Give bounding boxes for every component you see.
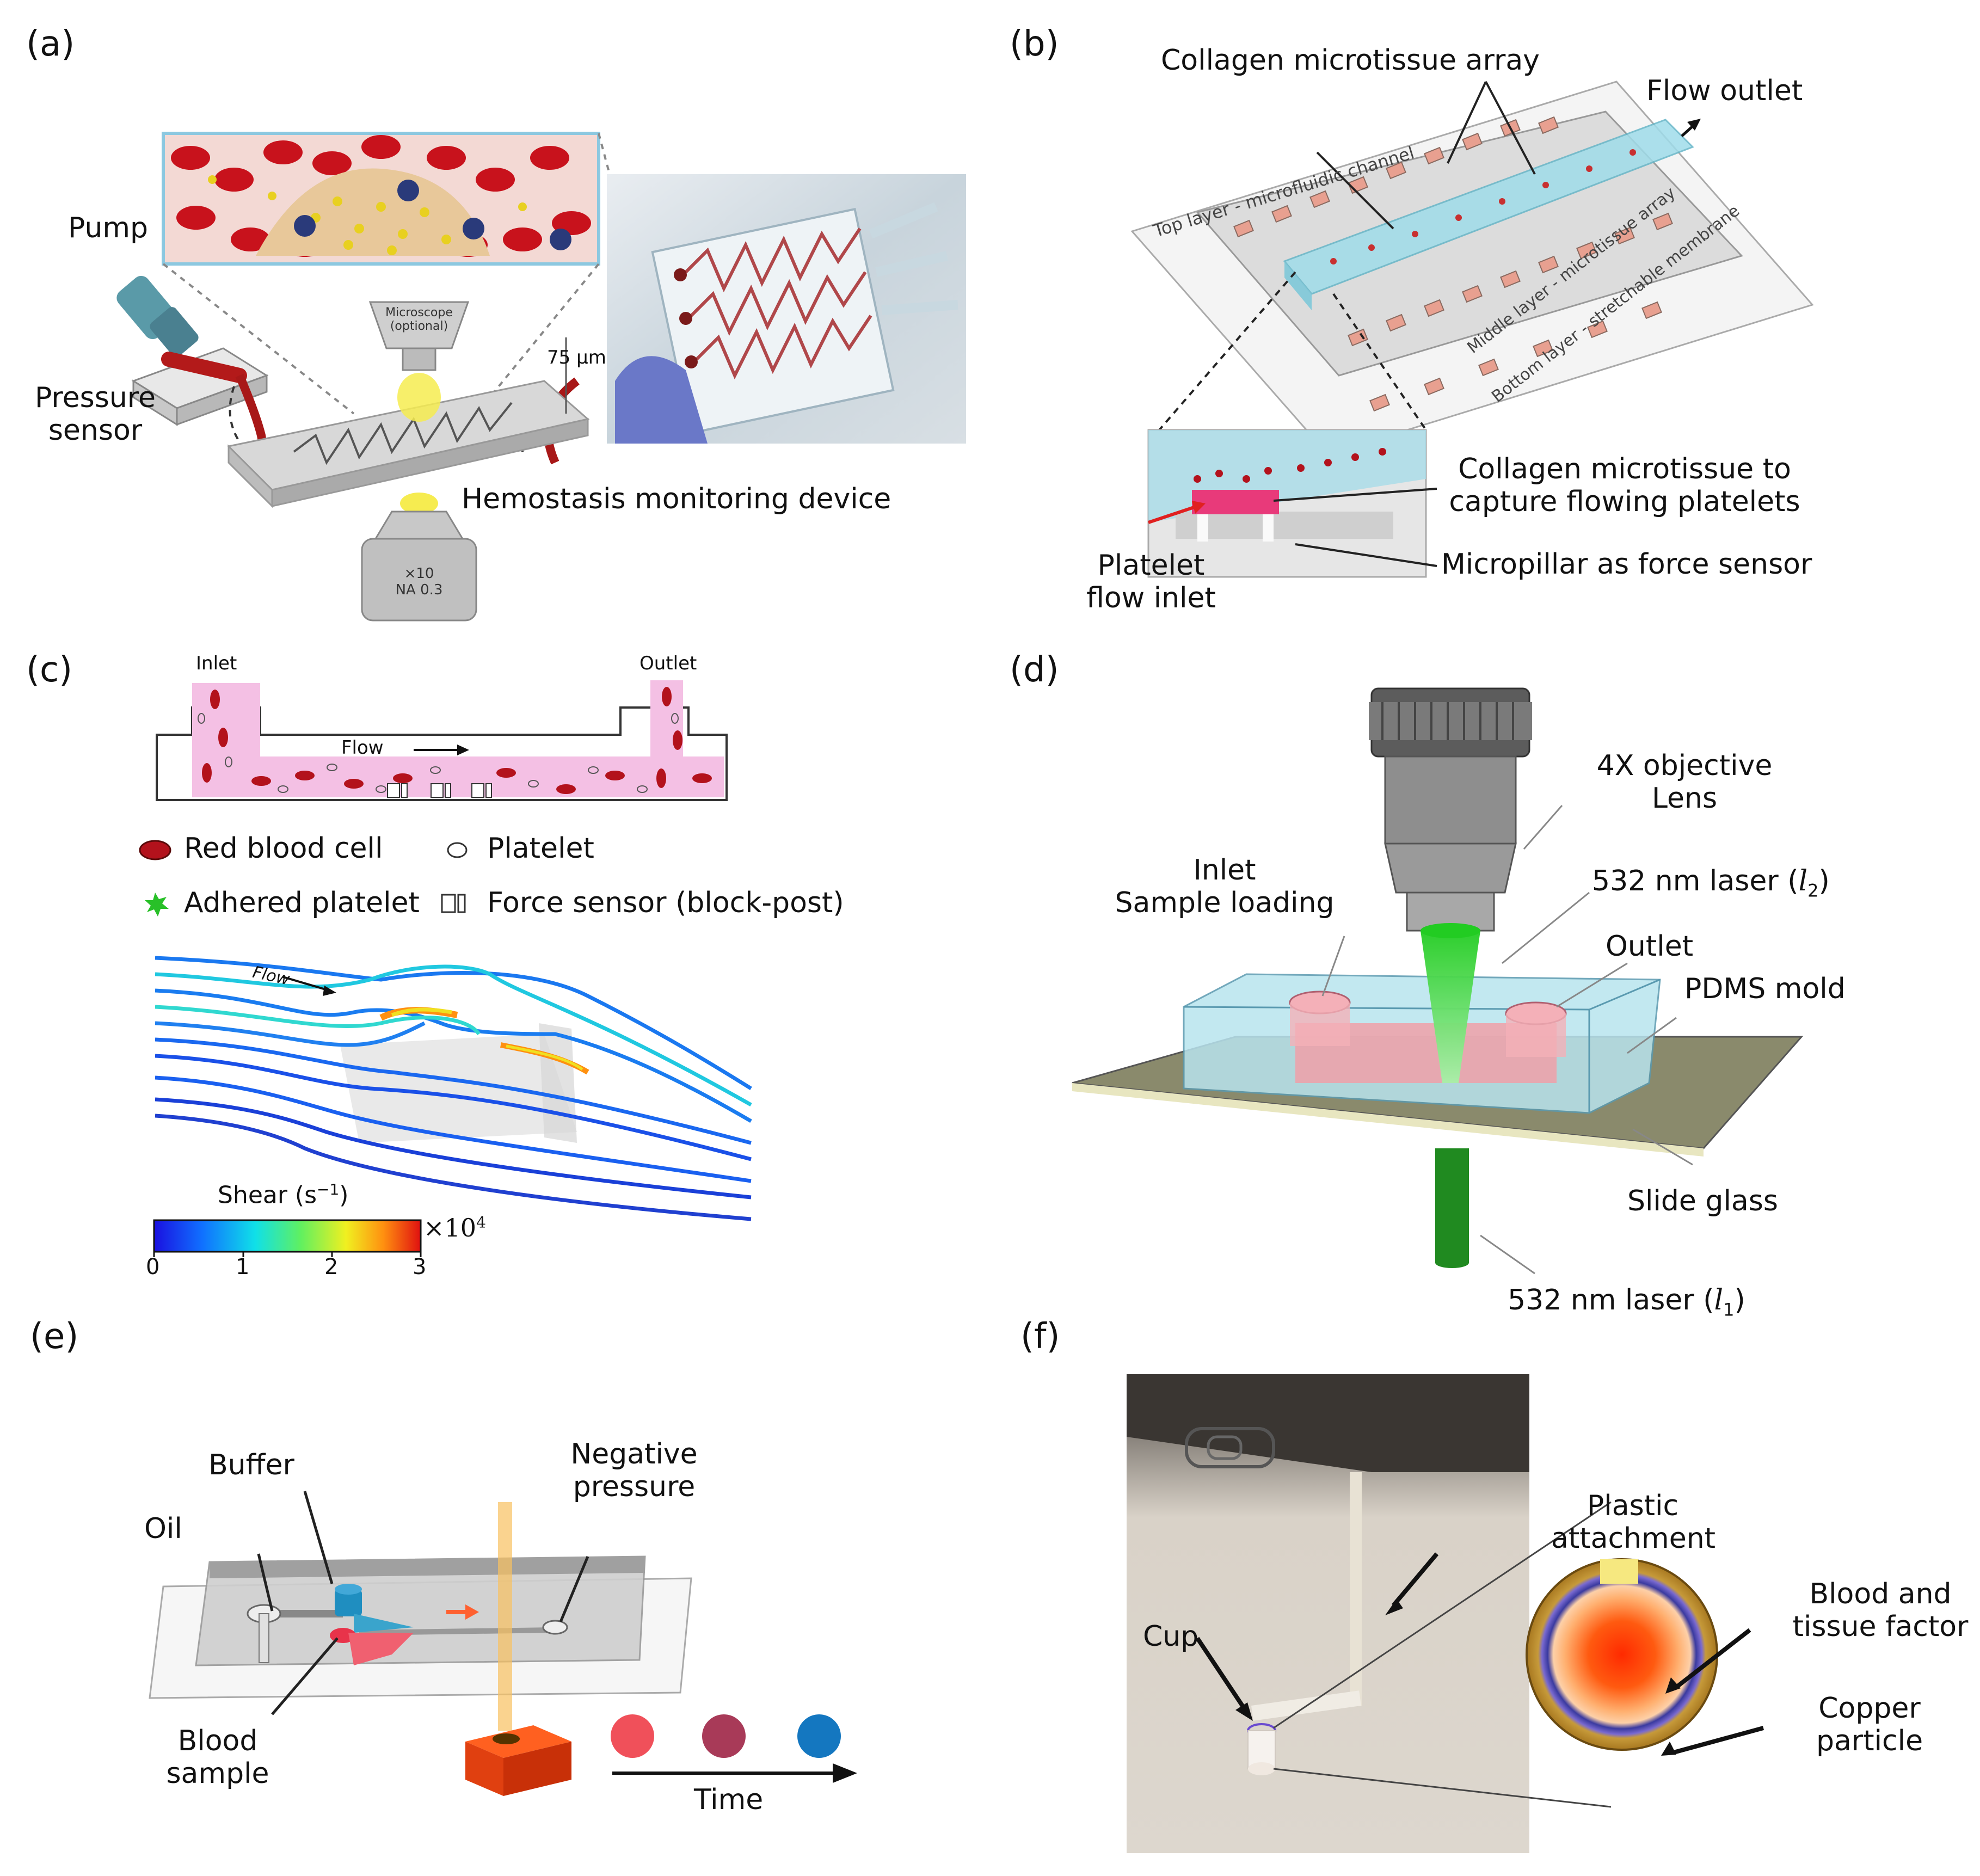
flow-label-c: Flow bbox=[341, 737, 384, 759]
panel-c-tag: (c) bbox=[26, 650, 73, 690]
cup-label: Cup bbox=[1143, 1620, 1199, 1653]
panel-b-tag: (b) bbox=[1010, 24, 1059, 64]
force-sensor-legend-icon bbox=[441, 894, 456, 913]
panel-c-graphics bbox=[139, 680, 752, 1257]
panel-e-graphics bbox=[149, 1491, 857, 1796]
panel-e-tag: (e) bbox=[30, 1317, 79, 1357]
time-dot-1 bbox=[611, 1714, 654, 1758]
colorbar-tick-3: 3 bbox=[413, 1254, 427, 1280]
plastic-rod bbox=[1350, 1472, 1362, 1706]
laser-l1 bbox=[1435, 1148, 1469, 1263]
collagen-microtissue bbox=[1192, 490, 1279, 514]
panel-d-graphics bbox=[1072, 687, 1804, 1275]
panel-b-graphics bbox=[1130, 81, 1814, 578]
pressure-sensor-label: Pressure sensor bbox=[34, 382, 156, 447]
legend-adhered: Adhered platelet bbox=[184, 887, 420, 919]
inlet-sample-label: Inlet Sample loading bbox=[1115, 854, 1335, 919]
laser-l2-label: 532 nm laser (l2) bbox=[1592, 865, 1830, 901]
channel-d bbox=[1295, 1023, 1557, 1083]
shear-label: Shear (s−1) bbox=[218, 1180, 349, 1209]
buffer-reservoir bbox=[335, 1589, 362, 1616]
colorbar-tick-0: 0 bbox=[146, 1254, 160, 1280]
collagen-capture-label: Collagen microtissue to capture flowing … bbox=[1449, 453, 1800, 518]
flow-outlet-label: Flow outlet bbox=[1646, 75, 1803, 107]
glove bbox=[615, 356, 708, 444]
legend-platelet: Platelet bbox=[487, 832, 594, 865]
microtissue-array bbox=[1233, 116, 1673, 412]
collagen-array-label: Collagen microtissue array bbox=[1161, 44, 1540, 77]
colorbar-multiplier: ×104 bbox=[423, 1213, 486, 1243]
objective-spec-label: ×10 NA 0.3 bbox=[395, 565, 443, 598]
flow-channel bbox=[192, 683, 724, 797]
panel-d-tag: (d) bbox=[1010, 650, 1059, 690]
force-sensors-c bbox=[387, 783, 492, 798]
buffer-label: Buffer bbox=[208, 1449, 294, 1481]
shear-streamlines bbox=[155, 956, 752, 1221]
colorbar-tick-2: 2 bbox=[324, 1254, 339, 1280]
pump-label: Pump bbox=[68, 212, 149, 244]
outlet-label-d: Outlet bbox=[1606, 930, 1694, 963]
clot bbox=[256, 168, 490, 256]
time-dot-2 bbox=[702, 1714, 746, 1758]
oil-label: Oil bbox=[144, 1512, 182, 1545]
plastic-attachment-label: Plastic attachment bbox=[1551, 1490, 1716, 1555]
panel-f-tag: (f) bbox=[1020, 1317, 1060, 1357]
panel-a-tag: (a) bbox=[26, 24, 75, 64]
pdms-label: PDMS mold bbox=[1684, 973, 1846, 1005]
shear-colorbar bbox=[153, 1219, 422, 1253]
device-label: Hemostasis monitoring device bbox=[462, 483, 891, 515]
time-dot-3 bbox=[797, 1714, 841, 1758]
legend-force-sensor: Force sensor (block-post) bbox=[487, 887, 844, 919]
panel-f-graphics bbox=[1127, 1374, 1764, 1853]
platelet-legend-icon bbox=[447, 842, 468, 858]
colorbar-tick-1: 1 bbox=[236, 1254, 250, 1280]
negative-pressure-label: Negative pressure bbox=[570, 1438, 698, 1503]
channel-height-label: 75 µm bbox=[547, 347, 606, 368]
outlet-label-c: Outlet bbox=[639, 653, 697, 674]
light-beam bbox=[498, 1502, 512, 1731]
cup-zoom bbox=[1526, 1558, 1718, 1751]
micropillar-label: Micropillar as force sensor bbox=[1441, 548, 1812, 581]
blood-tissue-label: Blood and tissue factor bbox=[1792, 1578, 1969, 1643]
rbc-legend-icon bbox=[139, 840, 171, 860]
platelet-inlet-label: Platelet flow inlet bbox=[1086, 549, 1216, 614]
laser-l2 bbox=[1421, 931, 1480, 1083]
time-label: Time bbox=[694, 1783, 764, 1816]
legend-rbc: Red blood cell bbox=[184, 832, 383, 865]
microscope-label: Microscope (optional) bbox=[385, 306, 453, 334]
copper-particle-label: Copper particle bbox=[1816, 1692, 1923, 1757]
serpentine-channel bbox=[293, 402, 513, 465]
inlet-label-c: Inlet bbox=[196, 653, 237, 674]
slide-glass-label: Slide glass bbox=[1627, 1185, 1778, 1217]
blood-sample-label: Blood sample bbox=[166, 1725, 269, 1790]
objective-lens-a bbox=[361, 538, 477, 622]
laser-l1-label: 532 nm laser (l1) bbox=[1508, 1284, 1745, 1320]
detector bbox=[465, 1725, 571, 1758]
adhered-platelet-icon bbox=[145, 893, 169, 917]
microscope-top bbox=[368, 301, 470, 349]
objective-lens-label: 4X objective Lens bbox=[1596, 749, 1773, 815]
panel-a-graphics bbox=[116, 132, 966, 622]
